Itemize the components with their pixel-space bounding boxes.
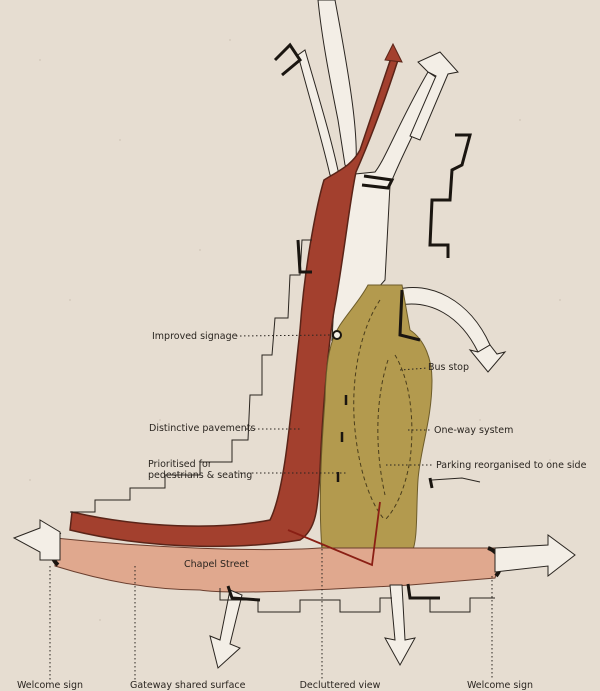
label-welcome-sign-left: Welcome sign	[16, 680, 84, 691]
label-distinctive-pavements: Distinctive pavements	[149, 423, 256, 434]
leader-lines	[49, 334, 493, 680]
label-prioritised-line2: pedestrians & seating	[148, 470, 253, 481]
pavement-red	[69, 53, 399, 548]
direction-arrows	[12, 51, 576, 669]
arrow-northeast-icon	[409, 51, 459, 141]
label-prioritised-line1: Prioritised for	[148, 459, 212, 470]
arrow-south-icon	[384, 584, 416, 667]
north-arrow	[384, 42, 403, 63]
arrow-west-icon	[12, 519, 61, 561]
label-decluttered: Decluttered view	[299, 680, 381, 691]
arrow-east-road-icon	[468, 344, 507, 373]
label-improved-signage: Improved signage	[152, 331, 238, 342]
signage-marker	[332, 330, 342, 340]
bollards	[336, 395, 348, 482]
decluttered-view-lines	[287, 501, 381, 567]
one-way-loop-inner	[384, 354, 413, 521]
label-welcome-sign-right: Welcome sign	[466, 680, 534, 691]
one-way-loop-mid	[377, 359, 389, 496]
label-bus-stop: Bus stop	[428, 362, 470, 373]
label-one-way-system: One-way system	[434, 425, 514, 436]
one-way-loop-outer	[353, 299, 386, 521]
arrow-southwest-icon	[209, 589, 243, 669]
paper-texture	[29, 39, 561, 621]
label-parking: Parking reorganised to one side	[436, 460, 587, 471]
label-gateway: Gateway shared surface	[130, 680, 246, 691]
label-chapel-street: Chapel Street	[184, 559, 249, 570]
chapel-street-road	[54, 537, 501, 593]
building-heavy-edges	[226, 42, 472, 602]
arrow-east-icon	[494, 534, 576, 578]
